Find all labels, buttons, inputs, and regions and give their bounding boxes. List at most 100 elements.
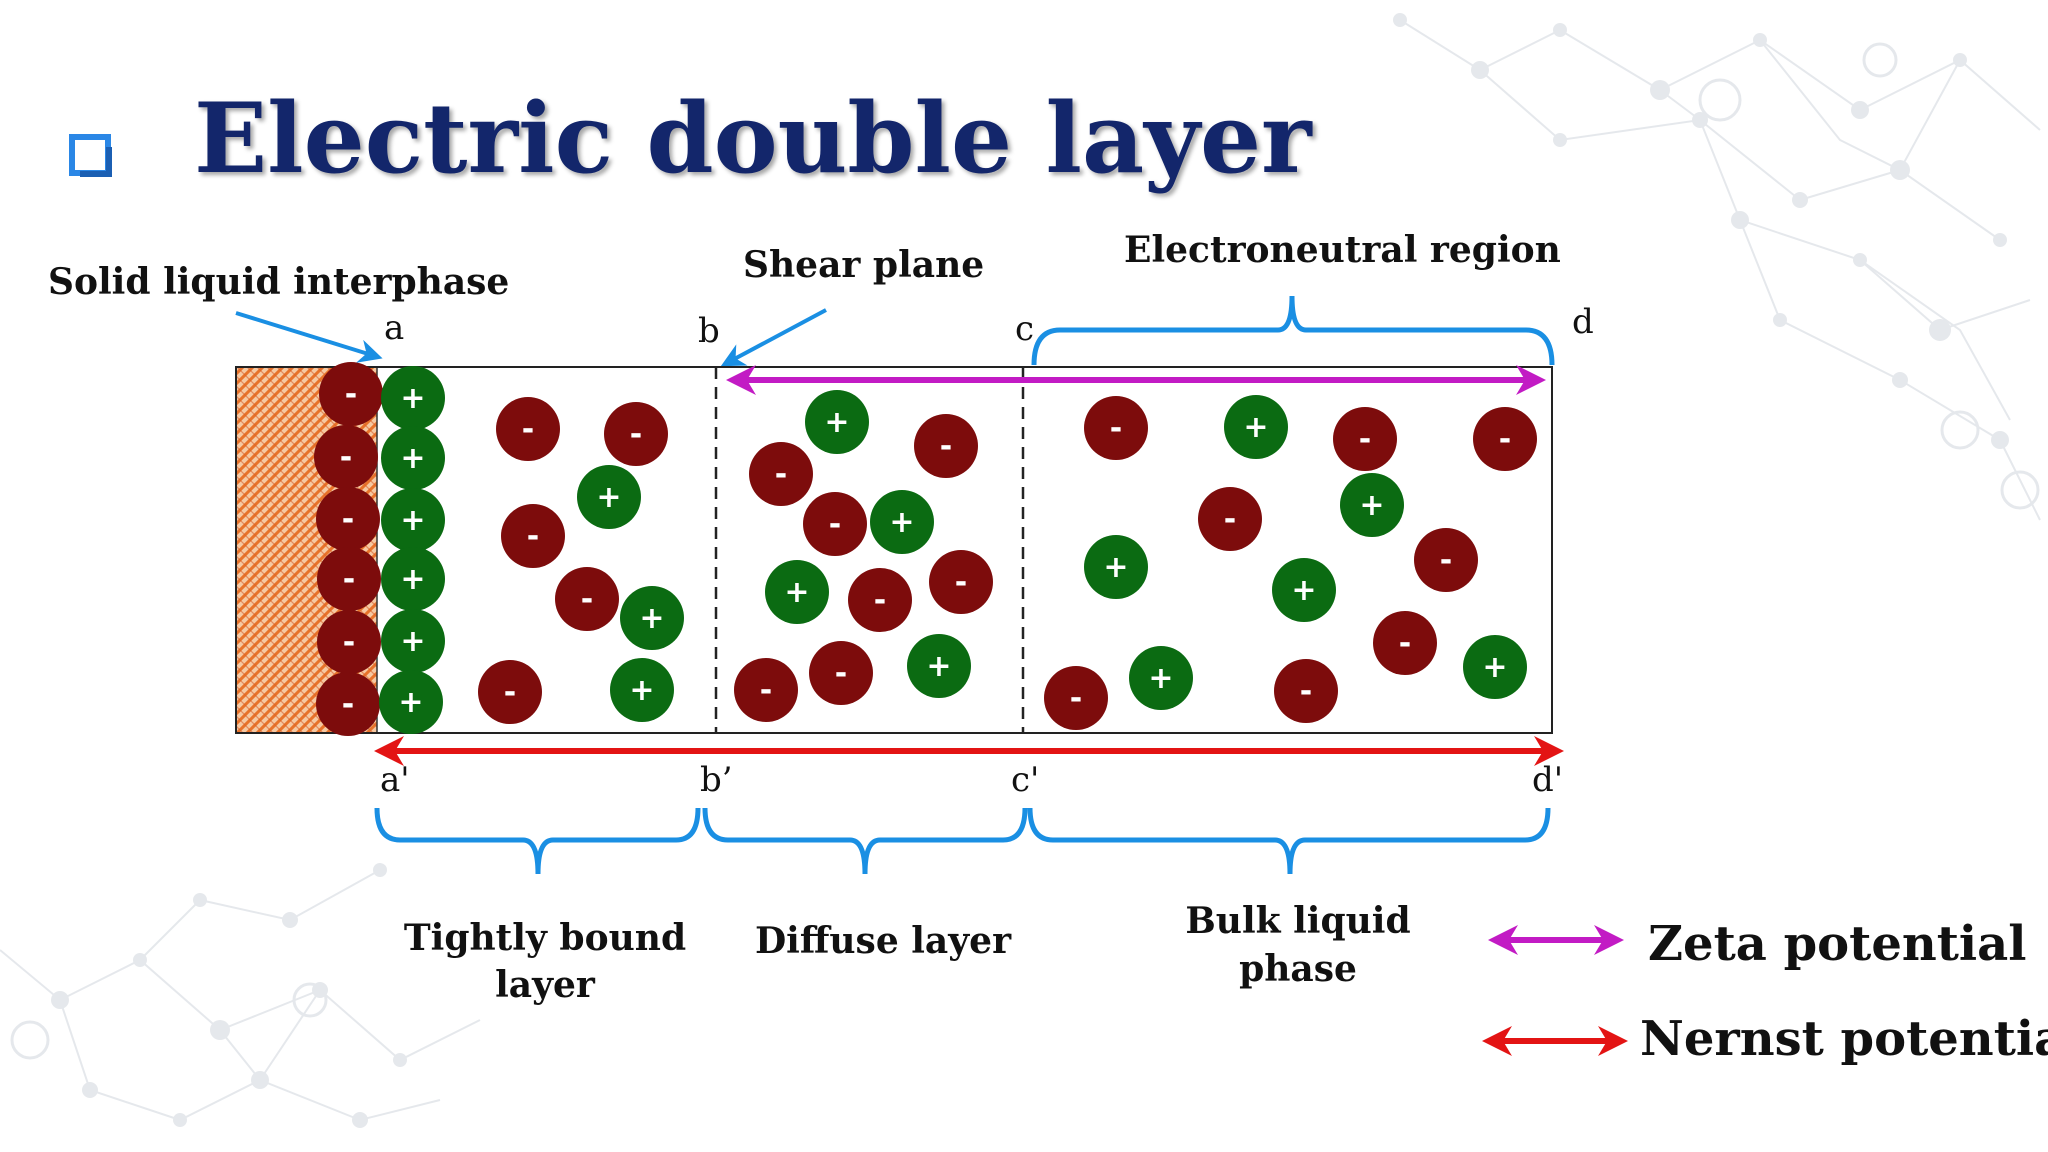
positive-ion: + bbox=[1463, 635, 1527, 699]
positive-ion-circle bbox=[381, 547, 445, 611]
positive-sign: + bbox=[400, 441, 425, 476]
positive-sign: + bbox=[1291, 573, 1316, 608]
negative-ion: - bbox=[1333, 407, 1397, 471]
negative-sign: - bbox=[829, 507, 841, 542]
bulk-liquid-label-line2: phase bbox=[1239, 948, 1357, 990]
negative-sign: - bbox=[522, 412, 534, 447]
negative-ion-circle bbox=[317, 547, 381, 611]
negative-ion: - bbox=[319, 362, 383, 426]
positive-ion-circle bbox=[805, 390, 869, 454]
point-d-label: d bbox=[1572, 302, 1594, 342]
point-d-prime-label: d' bbox=[1532, 760, 1563, 800]
positive-ion-circle bbox=[379, 670, 443, 734]
negative-ion: - bbox=[1373, 611, 1437, 675]
negative-ion: - bbox=[848, 568, 912, 632]
positive-ion-circle bbox=[765, 560, 829, 624]
negative-ion-circle bbox=[749, 442, 813, 506]
negative-ion-circle bbox=[1084, 396, 1148, 460]
negative-ion: - bbox=[317, 547, 381, 611]
diffuse-layer-brace bbox=[702, 807, 1028, 875]
positive-sign: + bbox=[889, 505, 914, 540]
positive-ion-circle bbox=[907, 634, 971, 698]
positive-ion-circle bbox=[577, 465, 641, 529]
negative-ion: - bbox=[496, 397, 560, 461]
negative-sign: - bbox=[775, 457, 787, 492]
negative-sign: - bbox=[343, 562, 355, 597]
negative-sign: - bbox=[955, 565, 967, 600]
diffuse-layer-label: Diffuse layer bbox=[755, 920, 1012, 962]
negative-sign: - bbox=[1070, 681, 1082, 716]
negative-ion: - bbox=[1198, 487, 1262, 551]
negative-ion-circle bbox=[1414, 528, 1478, 592]
positive-ion: + bbox=[577, 465, 641, 529]
negative-sign: - bbox=[874, 583, 886, 618]
negative-ion-circle bbox=[316, 672, 380, 736]
tightly-bound-brace bbox=[374, 807, 701, 875]
positive-sign: + bbox=[784, 575, 809, 610]
negative-ion-circle bbox=[848, 568, 912, 632]
positive-ion: + bbox=[381, 547, 445, 611]
positive-sign: + bbox=[926, 649, 951, 684]
negative-sign: - bbox=[340, 440, 352, 475]
negative-sign: - bbox=[630, 417, 642, 452]
negative-ion: - bbox=[1473, 407, 1537, 471]
negative-ion-circle bbox=[1198, 487, 1262, 551]
positive-sign: + bbox=[1482, 650, 1507, 685]
positive-ion-circle bbox=[1084, 535, 1148, 599]
negative-sign: - bbox=[1110, 411, 1122, 446]
negative-sign: - bbox=[1300, 674, 1312, 709]
negative-ion-circle bbox=[1333, 407, 1397, 471]
positive-ion-circle bbox=[381, 609, 445, 673]
negative-sign: - bbox=[345, 377, 357, 412]
positive-ion-circle bbox=[1340, 473, 1404, 537]
negative-ion: - bbox=[809, 641, 873, 705]
positive-ion: + bbox=[381, 609, 445, 673]
negative-ion-circle bbox=[478, 660, 542, 724]
bulk-liquid-brace bbox=[1027, 807, 1551, 875]
electroneutral-brace bbox=[1031, 295, 1555, 366]
positive-ion-circle bbox=[1129, 646, 1193, 710]
positive-sign: + bbox=[1359, 488, 1384, 523]
positive-ion: + bbox=[907, 634, 971, 698]
positive-sign: + bbox=[1103, 550, 1128, 585]
negative-ion: - bbox=[316, 672, 380, 736]
positive-sign: + bbox=[639, 601, 664, 636]
electroneutral-region-label: Electroneutral region bbox=[1124, 229, 1561, 271]
negative-ion-circle bbox=[1373, 611, 1437, 675]
positive-ion: + bbox=[381, 488, 445, 552]
negative-ion-circle bbox=[319, 362, 383, 426]
positive-ion: + bbox=[620, 586, 684, 650]
positive-ion-circle bbox=[620, 586, 684, 650]
positive-sign: + bbox=[400, 624, 425, 659]
negative-ion-circle bbox=[604, 402, 668, 466]
legend-nernst-label: Nernst potential bbox=[1640, 1011, 2048, 1067]
negative-ion: - bbox=[749, 442, 813, 506]
point-c-label: c bbox=[1015, 309, 1034, 349]
negative-sign: - bbox=[581, 582, 593, 617]
negative-sign: - bbox=[1359, 422, 1371, 457]
ion-layer: --------------------------++++++++++++++… bbox=[314, 362, 1537, 736]
positive-sign: + bbox=[629, 673, 654, 708]
positive-ion-circle bbox=[381, 488, 445, 552]
bulk-liquid-label: Bulk liquid bbox=[1185, 900, 1410, 942]
positive-ion: + bbox=[1084, 535, 1148, 599]
positive-ion: + bbox=[610, 658, 674, 722]
negative-sign: - bbox=[760, 673, 772, 708]
negative-ion: - bbox=[555, 567, 619, 631]
negative-ion: - bbox=[501, 504, 565, 568]
positive-ion-circle bbox=[610, 658, 674, 722]
negative-ion: - bbox=[1044, 666, 1108, 730]
page-title: Electric double layer bbox=[194, 82, 1313, 195]
negative-ion-circle bbox=[929, 550, 993, 614]
negative-ion-circle bbox=[496, 397, 560, 461]
negative-ion: - bbox=[929, 550, 993, 614]
negative-ion-circle bbox=[734, 658, 798, 722]
negative-ion-circle bbox=[809, 641, 873, 705]
negative-ion-circle bbox=[1274, 659, 1338, 723]
square-bullet-icon bbox=[69, 134, 111, 176]
negative-sign: - bbox=[835, 656, 847, 691]
positive-sign: + bbox=[400, 503, 425, 538]
interphase-pointer-arrow bbox=[235, 311, 383, 363]
negative-ion-circle bbox=[914, 414, 978, 478]
